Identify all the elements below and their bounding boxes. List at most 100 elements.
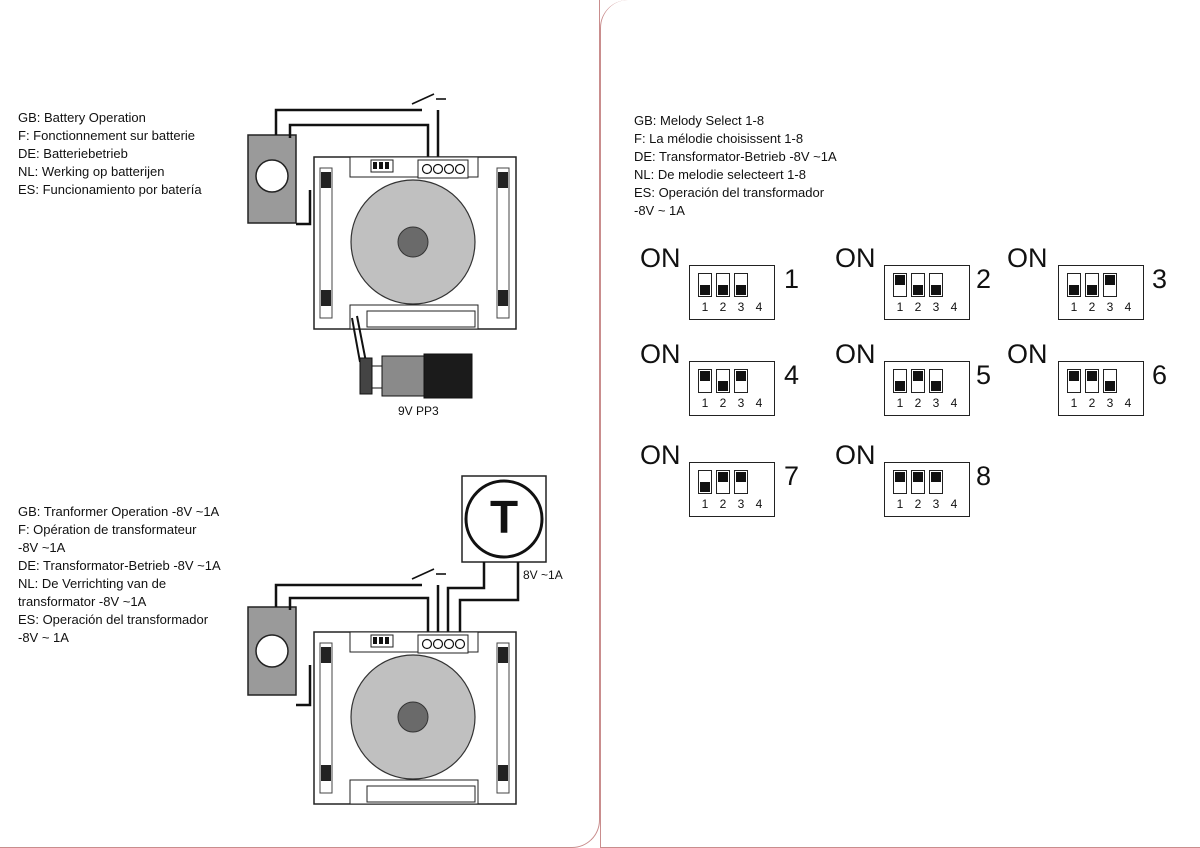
dip-switch-1 <box>893 369 907 393</box>
switch-knob <box>1087 285 1097 295</box>
transformer-label: 8V ~1A <box>523 568 563 582</box>
switch-number: 1 <box>896 300 904 314</box>
switch-number: 4 <box>1124 300 1132 314</box>
battery-text-es: ES: Funcionamiento por batería <box>18 182 202 197</box>
switch-knob <box>913 285 923 295</box>
chime-unit-2 <box>313 631 517 805</box>
switch-number: 3 <box>932 497 940 511</box>
right-page <box>600 0 1200 848</box>
switch-number: 4 <box>950 396 958 410</box>
dip-switch-3 <box>734 273 748 297</box>
on-label: ON <box>640 243 681 273</box>
dip-switch-3 <box>1103 369 1117 393</box>
switch-knob <box>700 371 710 381</box>
transformer-operation-text: GB: Tranformer Operation -8V ~1A F: Opér… <box>18 503 221 647</box>
battery-text-f: F: Fonctionnement sur batterie <box>18 128 196 143</box>
melody-number: 1 <box>784 264 800 294</box>
melody-number: 2 <box>976 264 992 294</box>
dip-switch-1 <box>1067 273 1081 297</box>
switch-knob <box>700 285 710 295</box>
dip-switch-3 <box>929 470 943 494</box>
dip-switch-2 <box>911 273 925 297</box>
battery-text-gb: GB: Battery Operation <box>18 110 146 125</box>
switch-knob <box>931 285 941 295</box>
on-label: ON <box>1007 339 1048 369</box>
switch-number: 1 <box>701 396 709 410</box>
dip-switch-3 <box>734 470 748 494</box>
doorbell-push-button <box>247 134 297 224</box>
on-label: ON <box>835 339 876 369</box>
switch-number: 2 <box>1088 396 1096 410</box>
transformer-text-de: DE: Transformator-Betrieb -8V ~1A <box>18 558 221 573</box>
on-label: ON <box>640 339 681 369</box>
doorbell-push-button-2 <box>247 606 297 696</box>
switch-number: 2 <box>914 497 922 511</box>
melody-select-text: GB: Melody Select 1-8 F: La mélodie choi… <box>634 112 837 220</box>
switch-number: 2 <box>914 396 922 410</box>
battery-operation-text: GB: Battery Operation F: Fonctionnement … <box>18 109 202 199</box>
switch-number: 1 <box>1070 300 1078 314</box>
switch-number: 4 <box>755 300 763 314</box>
switch-number: 3 <box>932 300 940 314</box>
on-label: ON <box>835 440 876 470</box>
switch-knob <box>736 371 746 381</box>
switch-number: 3 <box>1106 396 1114 410</box>
switch-number: 2 <box>914 300 922 314</box>
dip-switch-2 <box>911 369 925 393</box>
switch-number: 3 <box>932 396 940 410</box>
switch-number: 1 <box>701 497 709 511</box>
dip-switch-3 <box>929 273 943 297</box>
dip-switch-3 <box>1103 273 1117 297</box>
switch-knob <box>736 285 746 295</box>
dip-switch-2 <box>716 470 730 494</box>
switch-number: 2 <box>719 300 727 314</box>
switch-symbol-icon-2 <box>411 568 446 580</box>
switch-knob <box>700 482 710 492</box>
dip-switch-1 <box>893 273 907 297</box>
switch-knob <box>1069 285 1079 295</box>
dip-switch-3 <box>734 369 748 393</box>
switch-knob <box>718 472 728 482</box>
battery-text-nl: NL: Werking op batterijen <box>18 164 165 179</box>
melody-number: 4 <box>784 360 800 390</box>
switch-number: 1 <box>896 497 904 511</box>
on-label: ON <box>1007 243 1048 273</box>
transformer-text-es: ES: Operación del transformador <box>18 612 209 627</box>
battery-9v <box>359 353 473 399</box>
melody-number: 5 <box>976 360 992 390</box>
dip-switch-2 <box>1085 273 1099 297</box>
melody-text-f: F: La mélodie choisissent 1-8 <box>634 131 804 146</box>
dip-switch-1 <box>1067 369 1081 393</box>
switch-number: 1 <box>1070 396 1078 410</box>
switch-number: 2 <box>1088 300 1096 314</box>
transformer-text-gb: GB: Tranformer Operation -8V ~1A <box>18 504 220 519</box>
dip-switch-2 <box>716 369 730 393</box>
switch-knob <box>1087 371 1097 381</box>
switch-knob <box>718 285 728 295</box>
melody-number: 7 <box>784 461 800 491</box>
switch-knob <box>1069 371 1079 381</box>
switch-knob <box>736 472 746 482</box>
dip-switch-2 <box>911 470 925 494</box>
switch-knob <box>718 381 728 391</box>
switch-symbol-icon <box>411 93 446 105</box>
melody-text-es: ES: Operación del transformador <box>634 185 825 200</box>
switch-number: 2 <box>719 497 727 511</box>
transformer-wiring-diagram <box>247 475 547 805</box>
switch-knob <box>1105 275 1115 285</box>
melody-number: 6 <box>1152 360 1168 390</box>
transformer-text-nl: NL: De Verrichting van de <box>18 576 167 591</box>
switch-number: 2 <box>719 396 727 410</box>
melody-number: 8 <box>976 461 992 491</box>
on-label: ON <box>640 440 681 470</box>
dip-switch-1 <box>698 273 712 297</box>
dip-switch-2 <box>1085 369 1099 393</box>
dip-switch-1 <box>893 470 907 494</box>
chime-unit <box>313 156 517 330</box>
